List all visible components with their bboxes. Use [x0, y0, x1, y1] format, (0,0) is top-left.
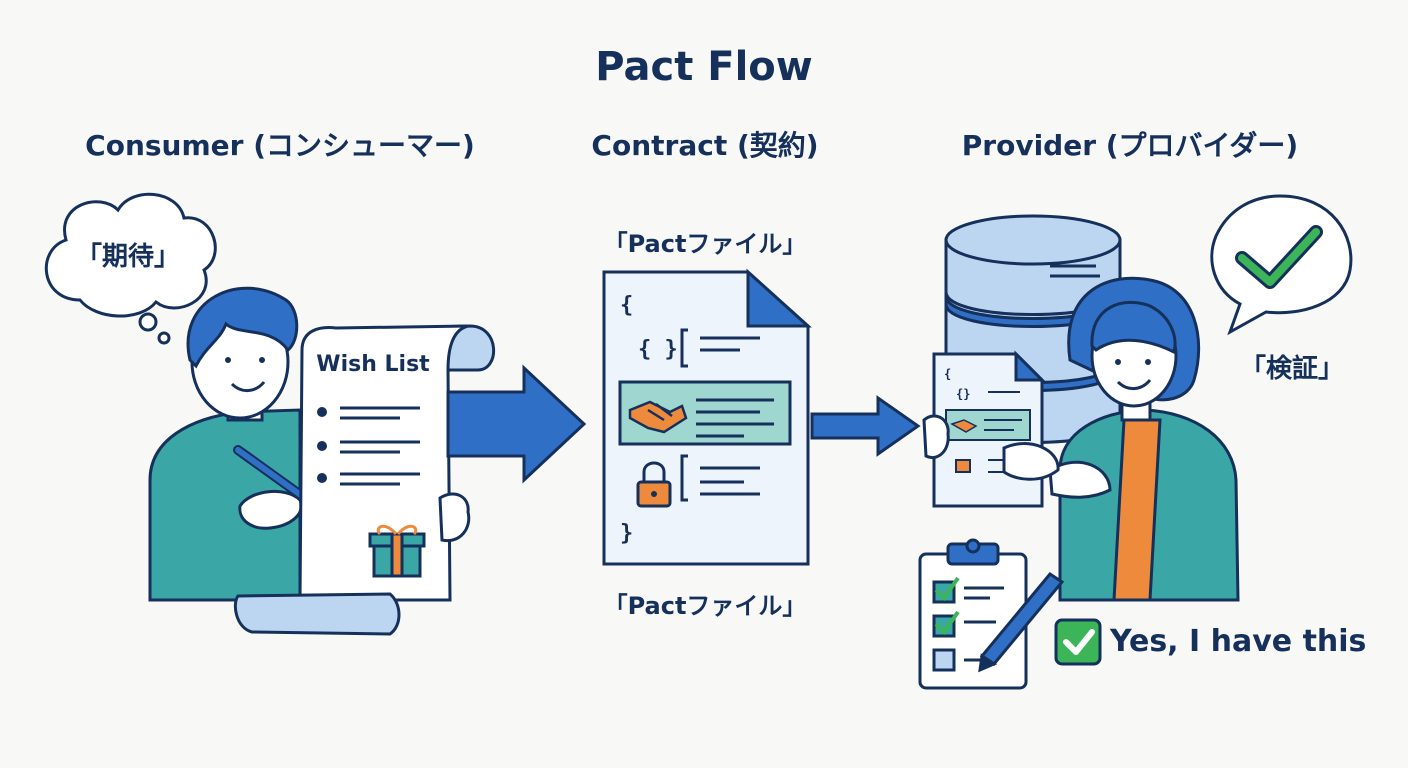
handshake-icon — [628, 400, 688, 434]
consumer-person — [148, 286, 303, 602]
checkbox-icon — [932, 648, 956, 672]
gift-icon — [368, 524, 426, 578]
scroll-icon — [233, 324, 495, 636]
checkmark-icon — [1235, 225, 1323, 289]
verification-speech-text: 「検証」 — [1239, 354, 1344, 384]
wish-list-title: Wish List — [316, 352, 430, 377]
clipboard-icon — [918, 538, 1028, 690]
arrow-right-icon — [446, 364, 587, 484]
checkbox-icon — [932, 610, 960, 638]
pact-file-label-top: 「Pactファイル」 — [603, 230, 807, 258]
svg-text:{: { — [620, 293, 633, 318]
pen-icon — [978, 572, 1065, 673]
checkmark-icon — [1054, 618, 1102, 666]
svg-text:}: } — [620, 521, 633, 546]
svg-text:{}: {} — [956, 387, 970, 401]
arrow-right-icon — [810, 395, 921, 457]
contract-column-label: Contract (契約) — [591, 129, 819, 162]
expectation-thought-text: 「期待」 — [75, 242, 180, 272]
svg-text:{: { — [944, 367, 951, 381]
consumer-column-label: Consumer (コンシューマー) — [85, 129, 475, 162]
lock-icon — [636, 461, 672, 508]
provider-person — [1048, 276, 1240, 602]
provider-column-label: Provider (プロバイダー) — [961, 129, 1299, 162]
svg-text:{ }: { } — [638, 337, 678, 362]
document-icon: { {} — [922, 350, 1060, 508]
pact-file-label-bottom: 「Pactファイル」 — [603, 592, 807, 620]
diagram-title: Pact Flow — [595, 44, 813, 90]
thought-bubble-icon — [44, 192, 217, 345]
confirmation-text: Yes, I have this — [1110, 624, 1367, 659]
checkbox-icon — [932, 576, 960, 604]
